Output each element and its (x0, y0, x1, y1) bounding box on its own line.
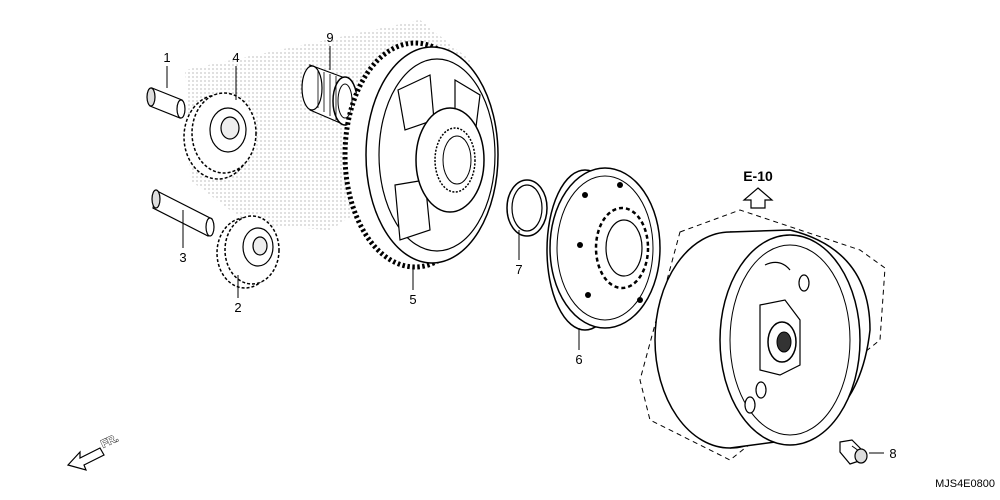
callout-1: 1 (163, 50, 170, 65)
part-1-pin (146, 87, 186, 119)
part-8-bolt (839, 439, 868, 465)
callout-2: 2 (234, 300, 241, 315)
diagram-code: MJS4E0800 (935, 478, 995, 490)
front-label: FR. (99, 432, 120, 450)
reference-label: E-10 (743, 168, 773, 184)
reference-e10: E-10 (742, 168, 774, 209)
leader-lines (166, 46, 884, 454)
part-5-starter-driven-gear (342, 40, 499, 270)
front-direction-indicator: FR. (66, 432, 121, 471)
callout-6: 6 (575, 352, 582, 367)
front-arrow-icon (66, 447, 105, 471)
callout-9: 9 (326, 30, 333, 45)
part-7-washer (506, 179, 548, 237)
up-arrow-icon (742, 187, 774, 209)
callout-3: 3 (179, 250, 186, 265)
callout-8: 8 (889, 446, 896, 461)
part-6-one-way-clutch (546, 167, 661, 331)
callout-7: 7 (515, 262, 522, 277)
part-4-gear (183, 92, 257, 180)
callout-labels: 1 2 3 4 5 6 7 8 9 (163, 30, 896, 461)
part-2-gear (216, 215, 280, 289)
callout-5: 5 (409, 292, 416, 307)
callout-4: 4 (232, 50, 239, 65)
flywheel-reference (639, 209, 886, 461)
